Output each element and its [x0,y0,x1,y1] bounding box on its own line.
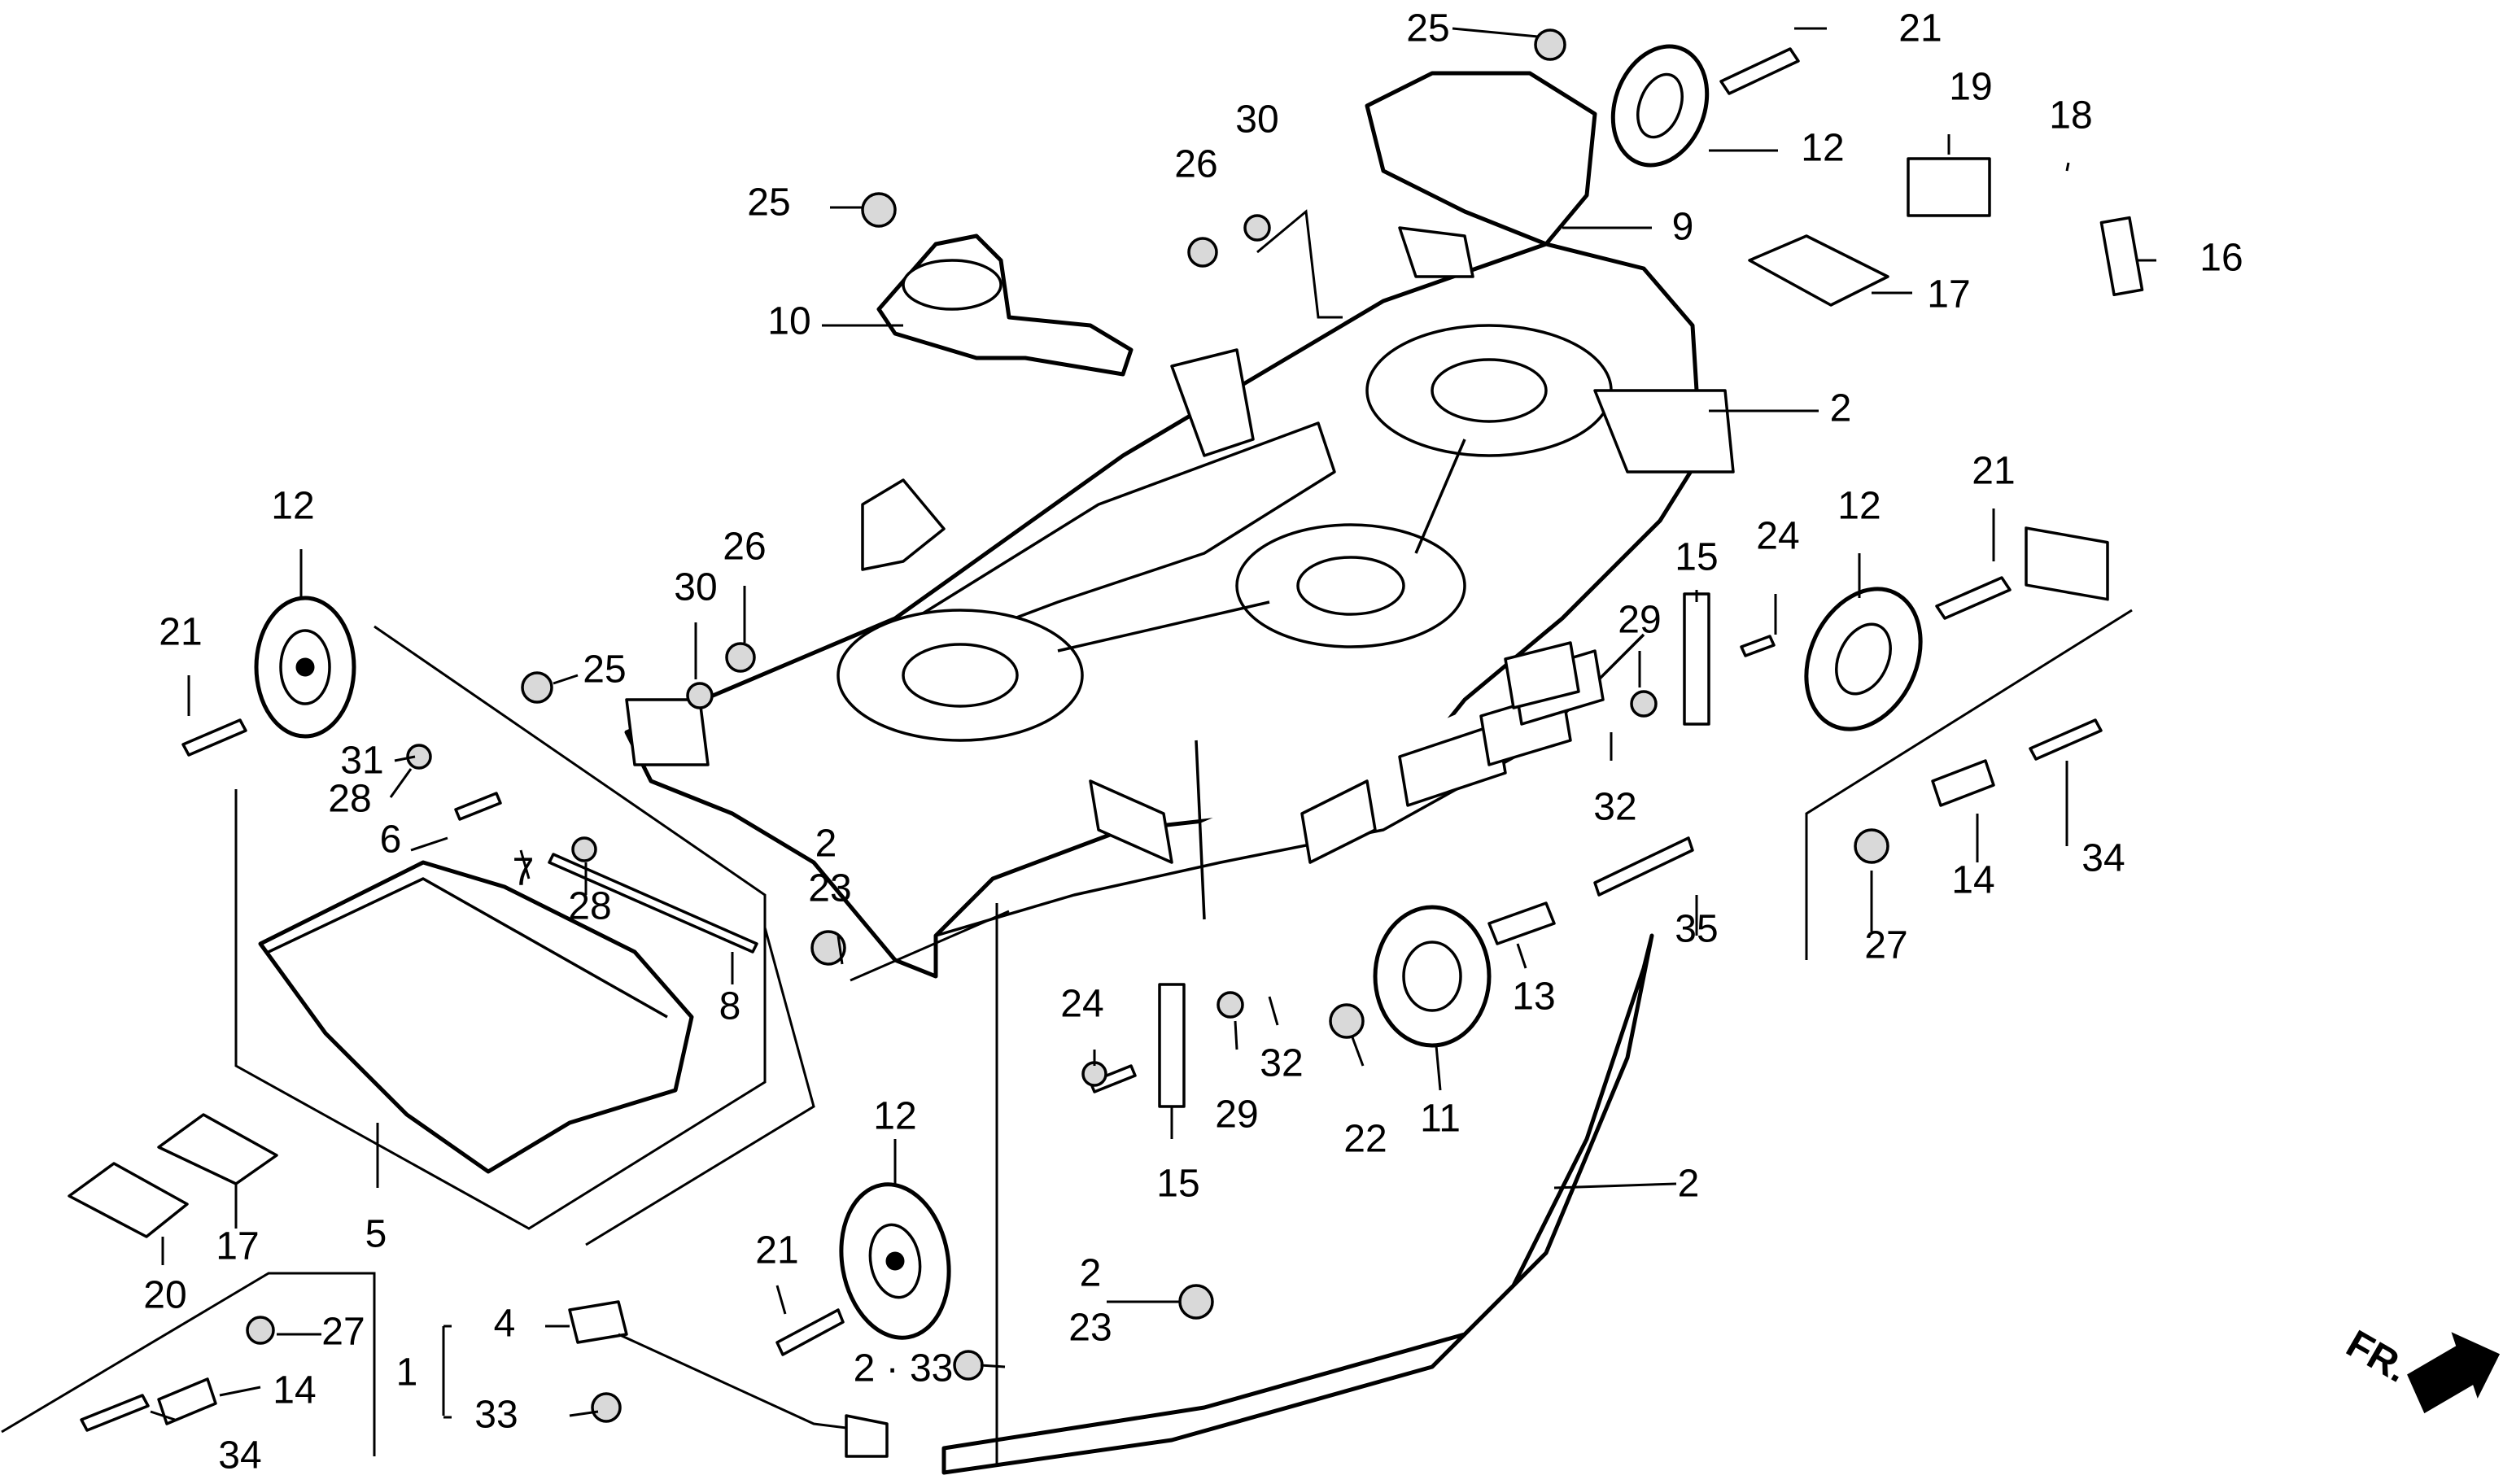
label-20 [68,1162,189,1238]
callout-30: 30 [674,566,717,609]
callout-25: 25 [1406,7,1449,50]
callout-18: 18 [2049,94,2092,137]
gauge-wheel-left [254,596,356,739]
callout-27: 27 [1864,924,1907,967]
callout-29: 29 [1618,599,1661,642]
callout-12: 12 [1801,127,1844,170]
callout-32: 32 [1260,1042,1303,1085]
callout-2: 2 [815,823,837,866]
callout-11: 11 [1420,1098,1461,1141]
callout-25: 25 [747,181,790,225]
callout-28: 28 [328,778,371,821]
callout-5: 5 [365,1213,387,1256]
discharge-chute [258,860,694,1174]
callout-20: 20 [143,1274,186,1317]
callout-9: 9 [1672,206,1694,249]
callout-27: 27 [321,1311,365,1354]
spacers [157,592,1995,1425]
callout-bracket-1 [443,1325,452,1419]
bolts [80,47,2103,1432]
callout-1: 1 [396,1351,418,1395]
callout-8: 8 [719,985,741,1028]
callout-12: 12 [873,1095,916,1138]
belt-cover-left [876,234,1134,377]
callout-30: 30 [1235,98,1278,142]
callout-34: 34 [218,1434,261,1477]
callout-16: 16 [2199,237,2243,280]
callout-2: 2 [1830,387,1852,430]
label-17-top [1748,234,1889,307]
callout-13: 13 [1512,976,1555,1019]
callout-14: 14 [273,1369,316,1412]
callout-7: 7 [513,851,535,894]
label-16 [2099,216,2144,297]
callout-32: 32 [1593,786,1636,829]
callout-15: 15 [1156,1163,1199,1206]
callout-4: 4 [494,1303,516,1346]
callout-25: 25 [583,648,626,692]
callout-24: 24 [1756,515,1799,558]
callout-19: 19 [1949,66,1992,109]
callout-24: 24 [1060,983,1103,1026]
deck-guard-rail [941,933,1654,1475]
callout-21: 21 [159,611,202,654]
callout-35: 35 [1675,908,1718,951]
label-19 [1907,157,1991,217]
mower-deck-housing [624,226,1735,979]
pulley-top [1610,44,1710,168]
callout-23: 23 [1068,1307,1112,1350]
gauge-wheel-bottom [839,1182,951,1340]
callout-15: 15 [1675,536,1718,579]
callout-21: 21 [755,1229,798,1272]
leader-lines [1,27,2156,1464]
callout-14: 14 [1951,859,1994,902]
callout-21: 21 [1972,450,2015,493]
part-drawings [68,28,2501,1475]
callout-29: 29 [1215,1093,1258,1137]
callout-2: 2 [1080,1252,1102,1295]
callout-26: 26 [1174,143,1217,186]
callout-17: 17 [216,1225,259,1268]
callout-23: 23 [808,867,851,910]
callout-31: 31 [340,740,383,783]
callout-17: 17 [1927,273,1970,316]
label-18 [2025,526,2109,601]
callout-28: 28 [568,885,611,928]
callout-6: 6 [380,818,402,862]
front-direction-label: FR. [2339,1322,2415,1391]
idler-pulley [1373,905,1492,1048]
pulley-right [1804,587,1923,731]
label-17-left [157,1113,278,1185]
callout-21: 21 [1898,7,1942,50]
front-direction-arrow [2407,1332,2501,1414]
callout-26: 26 [723,526,766,569]
callout-10: 10 [767,300,810,343]
callout-2: 2 [1678,1163,1700,1206]
mounting-bracket [568,1300,889,1458]
nuts-washers [246,28,1889,1423]
belt-cover-right [1365,71,1597,247]
callout-33: 33 [474,1394,518,1437]
callout-12: 12 [1837,485,1881,528]
callout-34: 34 [2081,837,2125,880]
callout-12: 12 [271,485,314,528]
callout-22: 22 [1343,1118,1387,1161]
callout-2-33: 2 · 33 [854,1347,954,1390]
